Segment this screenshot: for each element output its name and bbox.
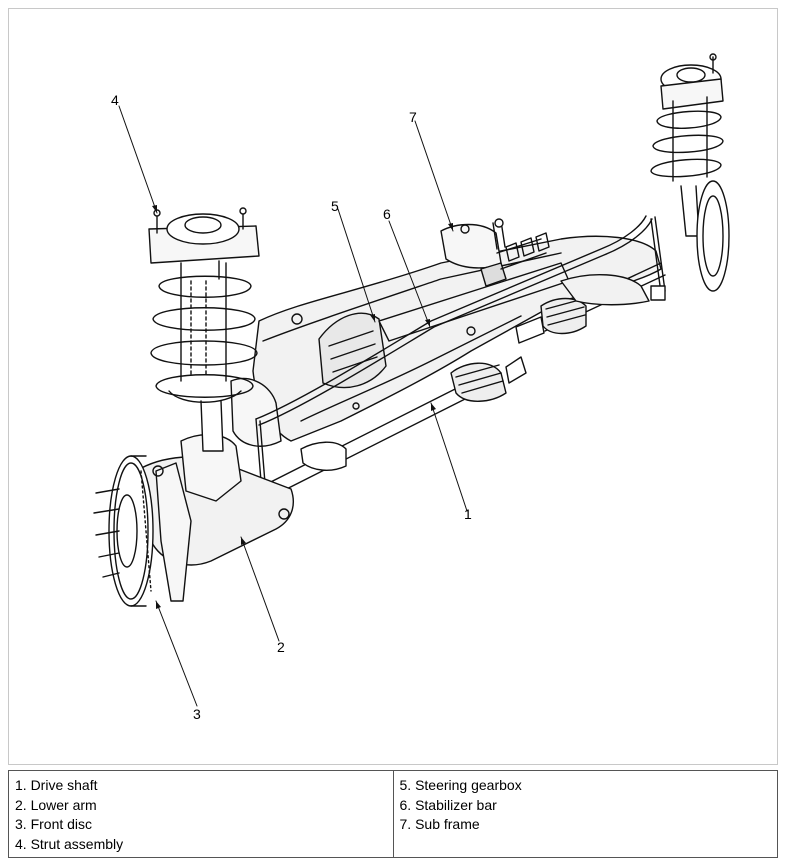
leader-4 <box>118 105 158 214</box>
leader-5 <box>337 208 376 323</box>
callout-7: 7 <box>409 109 417 125</box>
legend-column-left: 1. Drive shaft 2. Lower arm 3. Front dis… <box>9 771 393 857</box>
leader-7 <box>414 120 454 232</box>
legend-item-sub-frame: 7. Sub frame <box>399 816 480 832</box>
callout-2: 2 <box>277 639 285 655</box>
leader-1 <box>430 402 468 512</box>
legend-column-right: 5. Steering gearbox 6. Stabilizer bar 7.… <box>392 771 778 857</box>
strut-assembly <box>148 207 260 452</box>
callout-5: 5 <box>331 198 339 214</box>
suspension-diagram <box>93 53 730 707</box>
leader-3 <box>155 600 198 707</box>
leader-2 <box>240 536 280 642</box>
knuckle <box>152 434 242 602</box>
legend-item-front-disc: 3. Front disc <box>15 816 93 832</box>
legend-item-steering-gearbox: 5. Steering gearbox <box>399 777 522 793</box>
leader-arrowheads <box>152 205 453 609</box>
callout-6: 6 <box>383 206 391 222</box>
legend-item-drive-shaft: 1. Drive shaft <box>15 777 98 793</box>
sub-frame <box>230 223 662 447</box>
legend-item-strut-assembly: 4. Strut assembly <box>15 835 124 852</box>
legend-table: 1. Drive shaft 2. Lower arm 3. Front dis… <box>8 770 778 858</box>
leader-lines <box>118 105 468 707</box>
leader-6 <box>388 220 431 328</box>
legend-item-lower-arm: 2. Lower arm <box>15 796 97 813</box>
callout-1: 1 <box>464 506 472 522</box>
callout-4: 4 <box>111 92 119 108</box>
right-strut-assembly <box>650 53 730 292</box>
legend-item-stabilizer-bar: 6. Stabilizer bar <box>399 796 497 813</box>
front-disc <box>93 455 154 607</box>
figure-frame: 1 2 3 4 5 6 7 <box>8 8 778 765</box>
callout-3: 3 <box>193 706 201 722</box>
